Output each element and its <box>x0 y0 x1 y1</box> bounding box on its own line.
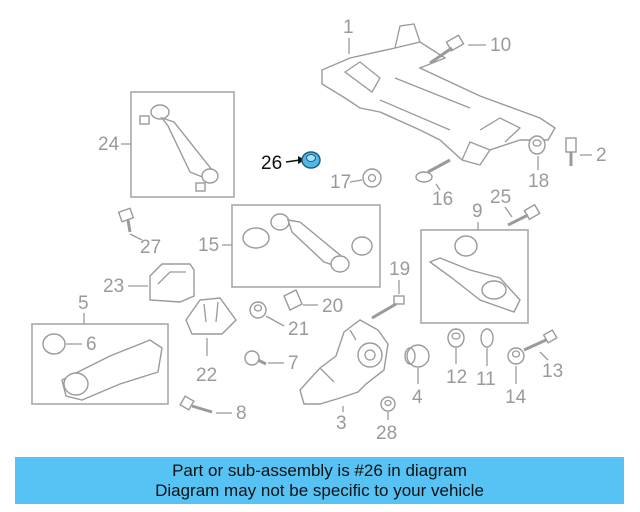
part-2-bolt[interactable] <box>565 137 577 166</box>
part-10-bolt[interactable] <box>429 34 465 65</box>
part-21-nut[interactable] <box>249 301 267 319</box>
part-27-bolt[interactable] <box>117 207 135 233</box>
callout-6[interactable]: 6 <box>86 334 97 355</box>
part-1-crossmember[interactable] <box>321 23 556 166</box>
info-banner: Part or sub-assembly is #26 in diagram D… <box>15 457 624 504</box>
callout-14[interactable]: 14 <box>505 387 527 408</box>
part-28-nut[interactable] <box>380 396 396 412</box>
callout-23[interactable]: 23 <box>103 276 124 297</box>
part-9-arm[interactable] <box>428 235 521 313</box>
part-20-clip[interactable] <box>283 289 303 311</box>
callout-10[interactable]: 10 <box>490 35 511 56</box>
part-16-bolt[interactable] <box>415 158 451 183</box>
callout-11[interactable]: 11 <box>476 369 496 390</box>
part-8-bolt[interactable] <box>179 395 213 414</box>
callout-9[interactable]: 9 <box>472 201 483 222</box>
callout-18[interactable]: 18 <box>528 171 549 192</box>
banner-line-2: Diagram may not be specific to your vehi… <box>155 480 484 500</box>
part-24-rod[interactable] <box>139 104 219 192</box>
part-11-washer[interactable] <box>480 328 494 348</box>
callout-19[interactable]: 19 <box>389 259 410 280</box>
part-15-arm[interactable] <box>242 213 373 273</box>
parts-diagram: 1 10 2 18 16 25 24 26 <box>31 17 607 444</box>
part-17-washer[interactable] <box>362 168 382 188</box>
part-4-bushing[interactable] <box>404 344 430 368</box>
callout-15[interactable]: 15 <box>198 235 219 256</box>
callout-2[interactable]: 2 <box>596 145 607 166</box>
part-5-arm[interactable] <box>42 333 163 401</box>
callout-27[interactable]: 27 <box>140 237 161 258</box>
part-25-bolt[interactable] <box>507 203 541 227</box>
callout-28[interactable]: 28 <box>376 423 397 444</box>
part-19-bolt[interactable] <box>371 295 405 320</box>
part-14-nut[interactable] <box>507 347 525 365</box>
banner-line-1: Part or sub-assembly is #26 in diagram <box>172 460 467 480</box>
part-3-knuckle[interactable] <box>299 319 389 405</box>
part-13-bolt[interactable] <box>523 329 558 352</box>
callout-1[interactable]: 1 <box>343 17 354 38</box>
callout-16[interactable]: 16 <box>432 189 453 210</box>
part-18-bushing[interactable] <box>528 135 546 155</box>
callout-4[interactable]: 4 <box>412 387 423 408</box>
callout-25[interactable]: 25 <box>490 187 511 208</box>
callout-3[interactable]: 3 <box>336 413 347 434</box>
callout-20[interactable]: 20 <box>322 296 343 317</box>
part-15-box <box>231 204 381 288</box>
part-7-bolt[interactable] <box>244 350 267 366</box>
part-12-bushing[interactable] <box>447 328 465 348</box>
part-26-nut[interactable] <box>301 151 321 169</box>
callout-17[interactable]: 17 <box>330 172 351 193</box>
callout-24[interactable]: 24 <box>98 134 120 155</box>
callout-8[interactable]: 8 <box>236 403 247 424</box>
callout-26[interactable]: 26 <box>261 153 282 174</box>
part-23-bracket[interactable] <box>149 263 195 303</box>
part-9-box <box>420 229 529 324</box>
callout-22[interactable]: 22 <box>196 365 217 386</box>
callout-13[interactable]: 13 <box>542 361 563 382</box>
callout-5[interactable]: 5 <box>78 293 89 314</box>
callout-21[interactable]: 21 <box>288 319 309 340</box>
part-22-mount[interactable] <box>185 297 237 335</box>
callout-12[interactable]: 12 <box>446 367 467 388</box>
part-5-box <box>31 323 169 405</box>
callout-7[interactable]: 7 <box>288 353 299 374</box>
